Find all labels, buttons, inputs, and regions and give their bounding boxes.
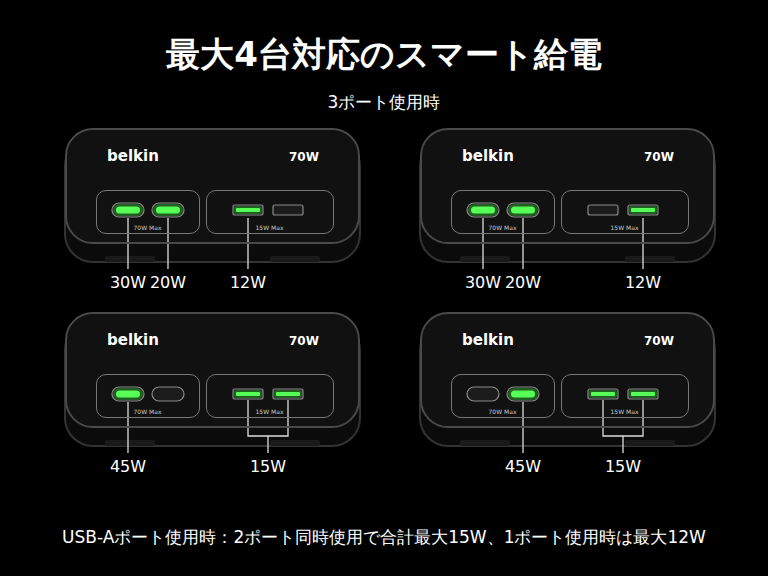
usb-a-port (628, 205, 658, 215)
watt-callout: 15W (250, 457, 286, 476)
watt-callout: 30W (110, 273, 146, 292)
port-glow (589, 390, 617, 398)
usb-c-port (152, 203, 184, 217)
brand-logo: belkin (462, 331, 514, 349)
usb-c-port (112, 203, 144, 217)
usb-c-port (112, 387, 144, 401)
port-glow (234, 390, 262, 398)
bank-foot (270, 256, 320, 262)
usb-a-port (273, 205, 303, 215)
port-glow (274, 390, 302, 398)
port-panel: 70W Max (96, 190, 200, 234)
port-glow (508, 204, 538, 216)
watt-callout: 15W (605, 457, 641, 476)
usb-c-port (507, 203, 539, 217)
usb-a-port (588, 205, 618, 215)
capacity-label: 70W (644, 150, 674, 164)
port-light (631, 208, 655, 212)
port-glow (234, 206, 262, 214)
power-bank: belkin 70W 70W Max 15W Max (65, 312, 360, 428)
usb-c-port (507, 387, 539, 401)
usb-a-port (233, 205, 263, 215)
bank-face (422, 314, 713, 426)
rating-label: 70W Max (489, 224, 517, 231)
bank-foot (460, 440, 510, 446)
port-glow (113, 204, 143, 216)
bank-foot (105, 440, 155, 446)
usb-c-port (467, 387, 499, 401)
port-glow (153, 204, 183, 216)
port-light (631, 392, 655, 396)
port-panel: 70W Max (451, 374, 555, 418)
watt-callout: 30W (465, 273, 501, 292)
power-bank: belkin 70W 70W Max 15W Max (420, 312, 715, 428)
port-light (116, 207, 140, 214)
port-glow (468, 204, 498, 216)
watt-callout: 20W (505, 273, 541, 292)
bank-foot (460, 256, 510, 262)
bank-face (67, 314, 358, 426)
brand-logo: belkin (107, 331, 159, 349)
title: 最大4台対応のスマート給電 (166, 32, 602, 78)
port-light (591, 392, 615, 396)
port-light (511, 207, 535, 214)
port-light (116, 391, 140, 398)
watt-callout: 45W (110, 457, 146, 476)
capacity-label: 70W (289, 150, 319, 164)
rating-label: 15W Max (256, 408, 284, 415)
capacity-label: 70W (289, 334, 319, 348)
port-light (471, 207, 495, 214)
watt-callout: 45W (505, 457, 541, 476)
bank-foot (625, 256, 675, 262)
usb-a-port (273, 389, 303, 399)
port-panel: 15W Max (561, 374, 689, 418)
watt-callout: 12W (230, 273, 266, 292)
subtitle: 3ポート使用時 (328, 91, 441, 114)
bank-foot (625, 440, 675, 446)
brand-logo: belkin (107, 147, 159, 165)
port-light (236, 392, 260, 396)
watt-callout: 20W (150, 273, 186, 292)
power-bank: belkin 70W 70W Max 15W Max (420, 128, 715, 244)
port-glow (629, 206, 657, 214)
port-panel: 70W Max (451, 190, 555, 234)
port-panel: 15W Max (561, 190, 689, 234)
port-glow (629, 390, 657, 398)
port-panel: 15W Max (206, 374, 334, 418)
port-light (276, 392, 300, 396)
bank-foot (270, 440, 320, 446)
port-panel: 70W Max (96, 374, 200, 418)
usb-c-port (152, 387, 184, 401)
usb-a-port (233, 389, 263, 399)
brand-logo: belkin (462, 147, 514, 165)
bank-foot (105, 256, 155, 262)
caption: USB-Aポート使用時：2ポート同時使用で合計最大15W、1ポート使用時は最大1… (62, 526, 706, 549)
rating-label: 15W Max (611, 224, 639, 231)
rating-label: 70W Max (134, 408, 162, 415)
rating-label: 70W Max (489, 408, 517, 415)
port-glow (113, 388, 143, 400)
power-bank: belkin 70W 70W Max 15W Max (65, 128, 360, 244)
port-light (236, 208, 260, 212)
port-light (156, 207, 180, 214)
rating-label: 15W Max (256, 224, 284, 231)
port-glow (508, 388, 538, 400)
rating-label: 70W Max (134, 224, 162, 231)
usb-c-port (467, 203, 499, 217)
usb-a-port (628, 389, 658, 399)
capacity-label: 70W (644, 334, 674, 348)
watt-callout: 12W (625, 273, 661, 292)
bank-face (422, 130, 713, 242)
port-panel: 15W Max (206, 190, 334, 234)
port-light (511, 391, 535, 398)
rating-label: 15W Max (611, 408, 639, 415)
usb-a-port (588, 389, 618, 399)
bank-face (67, 130, 358, 242)
